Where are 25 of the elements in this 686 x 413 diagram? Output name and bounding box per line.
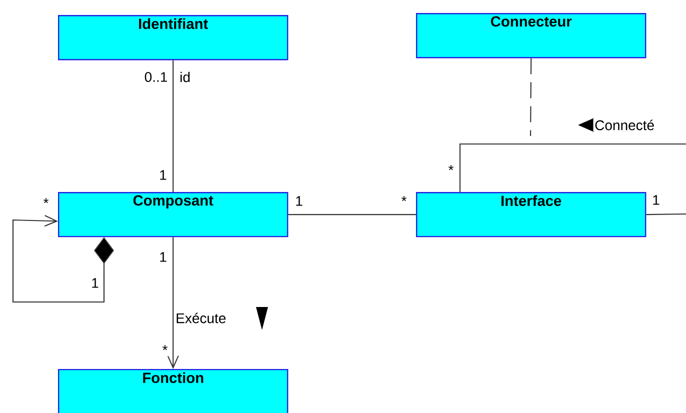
multiplicity-label: *	[160, 344, 170, 356]
edge-label: Connecté	[593, 118, 656, 132]
multiplicity-label: 1	[158, 168, 168, 182]
multiplicity-label: *	[42, 196, 50, 210]
edge-label: id	[178, 70, 192, 84]
multiplicity-label: 1	[294, 194, 304, 208]
multiplicity-label: 1	[158, 250, 168, 264]
class-box: Fonction	[58, 368, 288, 413]
multiplicity-label: *	[446, 164, 456, 176]
class-box: Composant	[58, 192, 288, 238]
multiplicity-label: *	[400, 194, 408, 208]
association-line	[646, 213, 686, 216]
class-box: Identifiant	[58, 15, 288, 60]
multiplicity-label: 0..1	[143, 70, 170, 84]
composition-arrow	[12, 215, 114, 303]
multiplicity-label: 1	[90, 276, 100, 290]
association-line	[288, 214, 416, 216]
association-line	[172, 60, 174, 192]
class-box: Connecteur	[416, 13, 646, 58]
class-box: Interface	[416, 192, 646, 238]
arrow	[167, 237, 179, 369]
association-line	[459, 143, 686, 192]
multiplicity-label: 1	[650, 194, 662, 206]
association-line	[530, 58, 532, 136]
edge-label: Exécute	[174, 311, 228, 325]
